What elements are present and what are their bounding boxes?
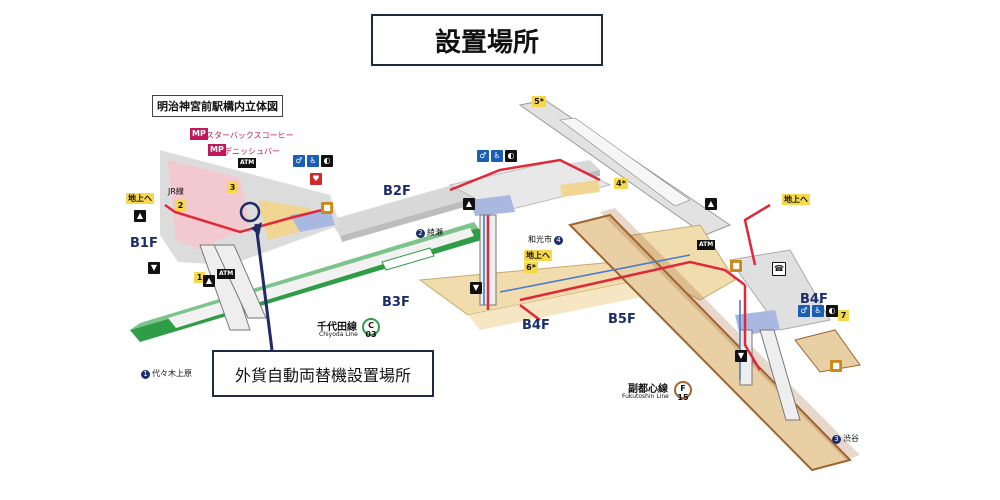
mp-badge-danish: MP xyxy=(208,144,226,156)
aed-icon: ♥ xyxy=(310,173,322,185)
elevator-icon: ▲ xyxy=(203,275,215,287)
center-b2f-block xyxy=(448,159,612,216)
elevator-icon: ▼ xyxy=(735,350,747,362)
diagram-title: 明治神宮前駅構内立体図 xyxy=(152,95,283,117)
page-title: 設置場所 xyxy=(371,14,603,66)
baby-icon: ◐ xyxy=(321,155,333,167)
to-ground-tag-right: 地上へ xyxy=(782,194,810,205)
floor-label-b1f: B1F xyxy=(130,236,158,251)
exit-6-badge: 6* xyxy=(524,262,538,273)
elevator-icon: ▲ xyxy=(705,198,717,210)
exit-3-badge: 3 xyxy=(227,182,238,193)
elevator-icon: ▲ xyxy=(463,198,475,210)
elevator-icon: ▼ xyxy=(470,282,482,294)
atm-location-marker xyxy=(239,201,274,351)
mp-badge-starbucks: MP xyxy=(190,128,208,140)
phone-icon: ☎ xyxy=(772,262,786,276)
exit-4-badge: 4* xyxy=(614,178,628,189)
chiyoda-line-en: Chiyoda Line xyxy=(319,331,358,338)
starbucks-label: スターバックスコーヒー xyxy=(206,131,294,140)
floor-label-b2f: B2F xyxy=(383,184,411,199)
exit-2-badge: 2 xyxy=(175,200,186,211)
left-escalators xyxy=(199,244,267,331)
floor-label-b4f-center: B4F xyxy=(522,318,550,333)
danish-label: デニッシュバー xyxy=(224,147,280,156)
route-lines xyxy=(164,158,771,371)
exit-1-badge: 1 xyxy=(194,272,205,283)
exit-5-badge: 5* xyxy=(532,96,546,107)
shop-icon: ■ xyxy=(321,202,333,214)
shop-icon: ■ xyxy=(830,360,842,372)
to-ground-tag-center: 地上へ xyxy=(524,250,552,261)
elevator-icon: ▼ xyxy=(148,262,160,274)
restroom-icon: ♂ xyxy=(477,150,489,162)
restroom-icon: ♂ xyxy=(798,305,810,317)
restroom-icon: ♂ xyxy=(293,155,305,167)
fukutoshin-line-name: 副都心線 xyxy=(628,384,668,395)
atm-icon: ATM xyxy=(238,158,257,168)
floor-label-b5f: B5F xyxy=(608,312,636,327)
fukutoshin-line-platform xyxy=(568,208,860,472)
floor-label-b4f-right: B4F xyxy=(800,292,828,307)
accessible-icon: ♿ xyxy=(307,155,319,167)
fukutoshin-line-en: Fukutoshin Line xyxy=(622,393,669,400)
chiyoda-line-name: 千代田線 xyxy=(317,322,357,333)
to-ground-tag-left: 地上へ xyxy=(126,193,154,204)
baby-icon: ◐ xyxy=(826,305,838,317)
atm-icon: ATM xyxy=(217,269,236,279)
accessible-icon: ♿ xyxy=(491,150,503,162)
accessible-icon: ♿ xyxy=(812,305,824,317)
shop-icon: ■ xyxy=(730,260,742,272)
baby-icon: ◐ xyxy=(505,150,517,162)
elevator-icon: ▲ xyxy=(134,210,146,222)
atm-location-callout: 外貨自動両替機設置場所 xyxy=(212,350,434,397)
floor-label-b3f: B3F xyxy=(382,295,410,310)
jr-line-label: JR線 xyxy=(168,187,184,196)
atm-icon: ATM xyxy=(697,240,716,250)
exit-7-badge: 7 xyxy=(838,310,849,321)
blue-route-lines xyxy=(483,215,741,380)
